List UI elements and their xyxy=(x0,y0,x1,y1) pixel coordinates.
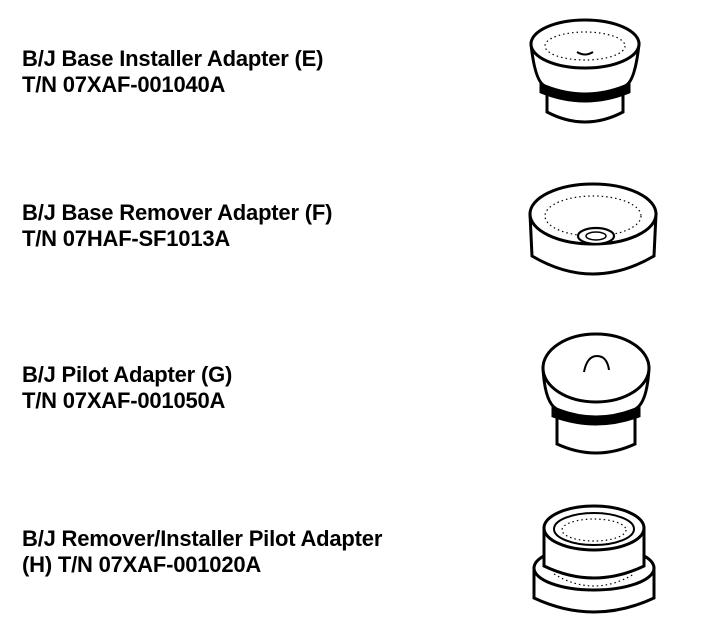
tool-name: B/J Base Remover Adapter (F) xyxy=(22,200,333,225)
tool-number: (H) T/N 07XAF-001020A xyxy=(22,552,262,577)
tool-item-e: B/J Base Installer Adapter (E) T/N 07XAF… xyxy=(0,0,704,150)
tool-number: T/N 07XAF-001050A xyxy=(22,388,226,413)
tool-label-e: B/J Base Installer Adapter (E) T/N 07XAF… xyxy=(22,46,323,98)
tool-item-f: B/J Base Remover Adapter (F) T/N 07HAF-S… xyxy=(0,160,704,310)
base-remover-adapter-drawing xyxy=(526,180,660,290)
tool-number: T/N 07HAF-SF1013A xyxy=(22,226,231,251)
tool-name: B/J Base Installer Adapter (E) xyxy=(22,46,324,71)
tool-name: B/J Pilot Adapter (G) xyxy=(22,362,233,387)
tool-label-f: B/J Base Remover Adapter (F) T/N 07HAF-S… xyxy=(22,200,332,252)
tool-item-h: B/J Remover/Installer Pilot Adapter (H) … xyxy=(0,480,704,632)
tool-item-g: B/J Pilot Adapter (G) T/N 07XAF-001050A xyxy=(0,320,704,470)
base-installer-adapter-drawing xyxy=(525,12,645,132)
tool-label-g: B/J Pilot Adapter (G) T/N 07XAF-001050A xyxy=(22,362,232,414)
tool-label-h: B/J Remover/Installer Pilot Adapter (H) … xyxy=(22,526,382,578)
tool-name: B/J Remover/Installer Pilot Adapter xyxy=(22,526,383,551)
remover-installer-pilot-adapter-drawing xyxy=(528,502,660,624)
pilot-adapter-drawing xyxy=(537,332,655,462)
tool-number: T/N 07XAF-001040A xyxy=(22,72,226,97)
